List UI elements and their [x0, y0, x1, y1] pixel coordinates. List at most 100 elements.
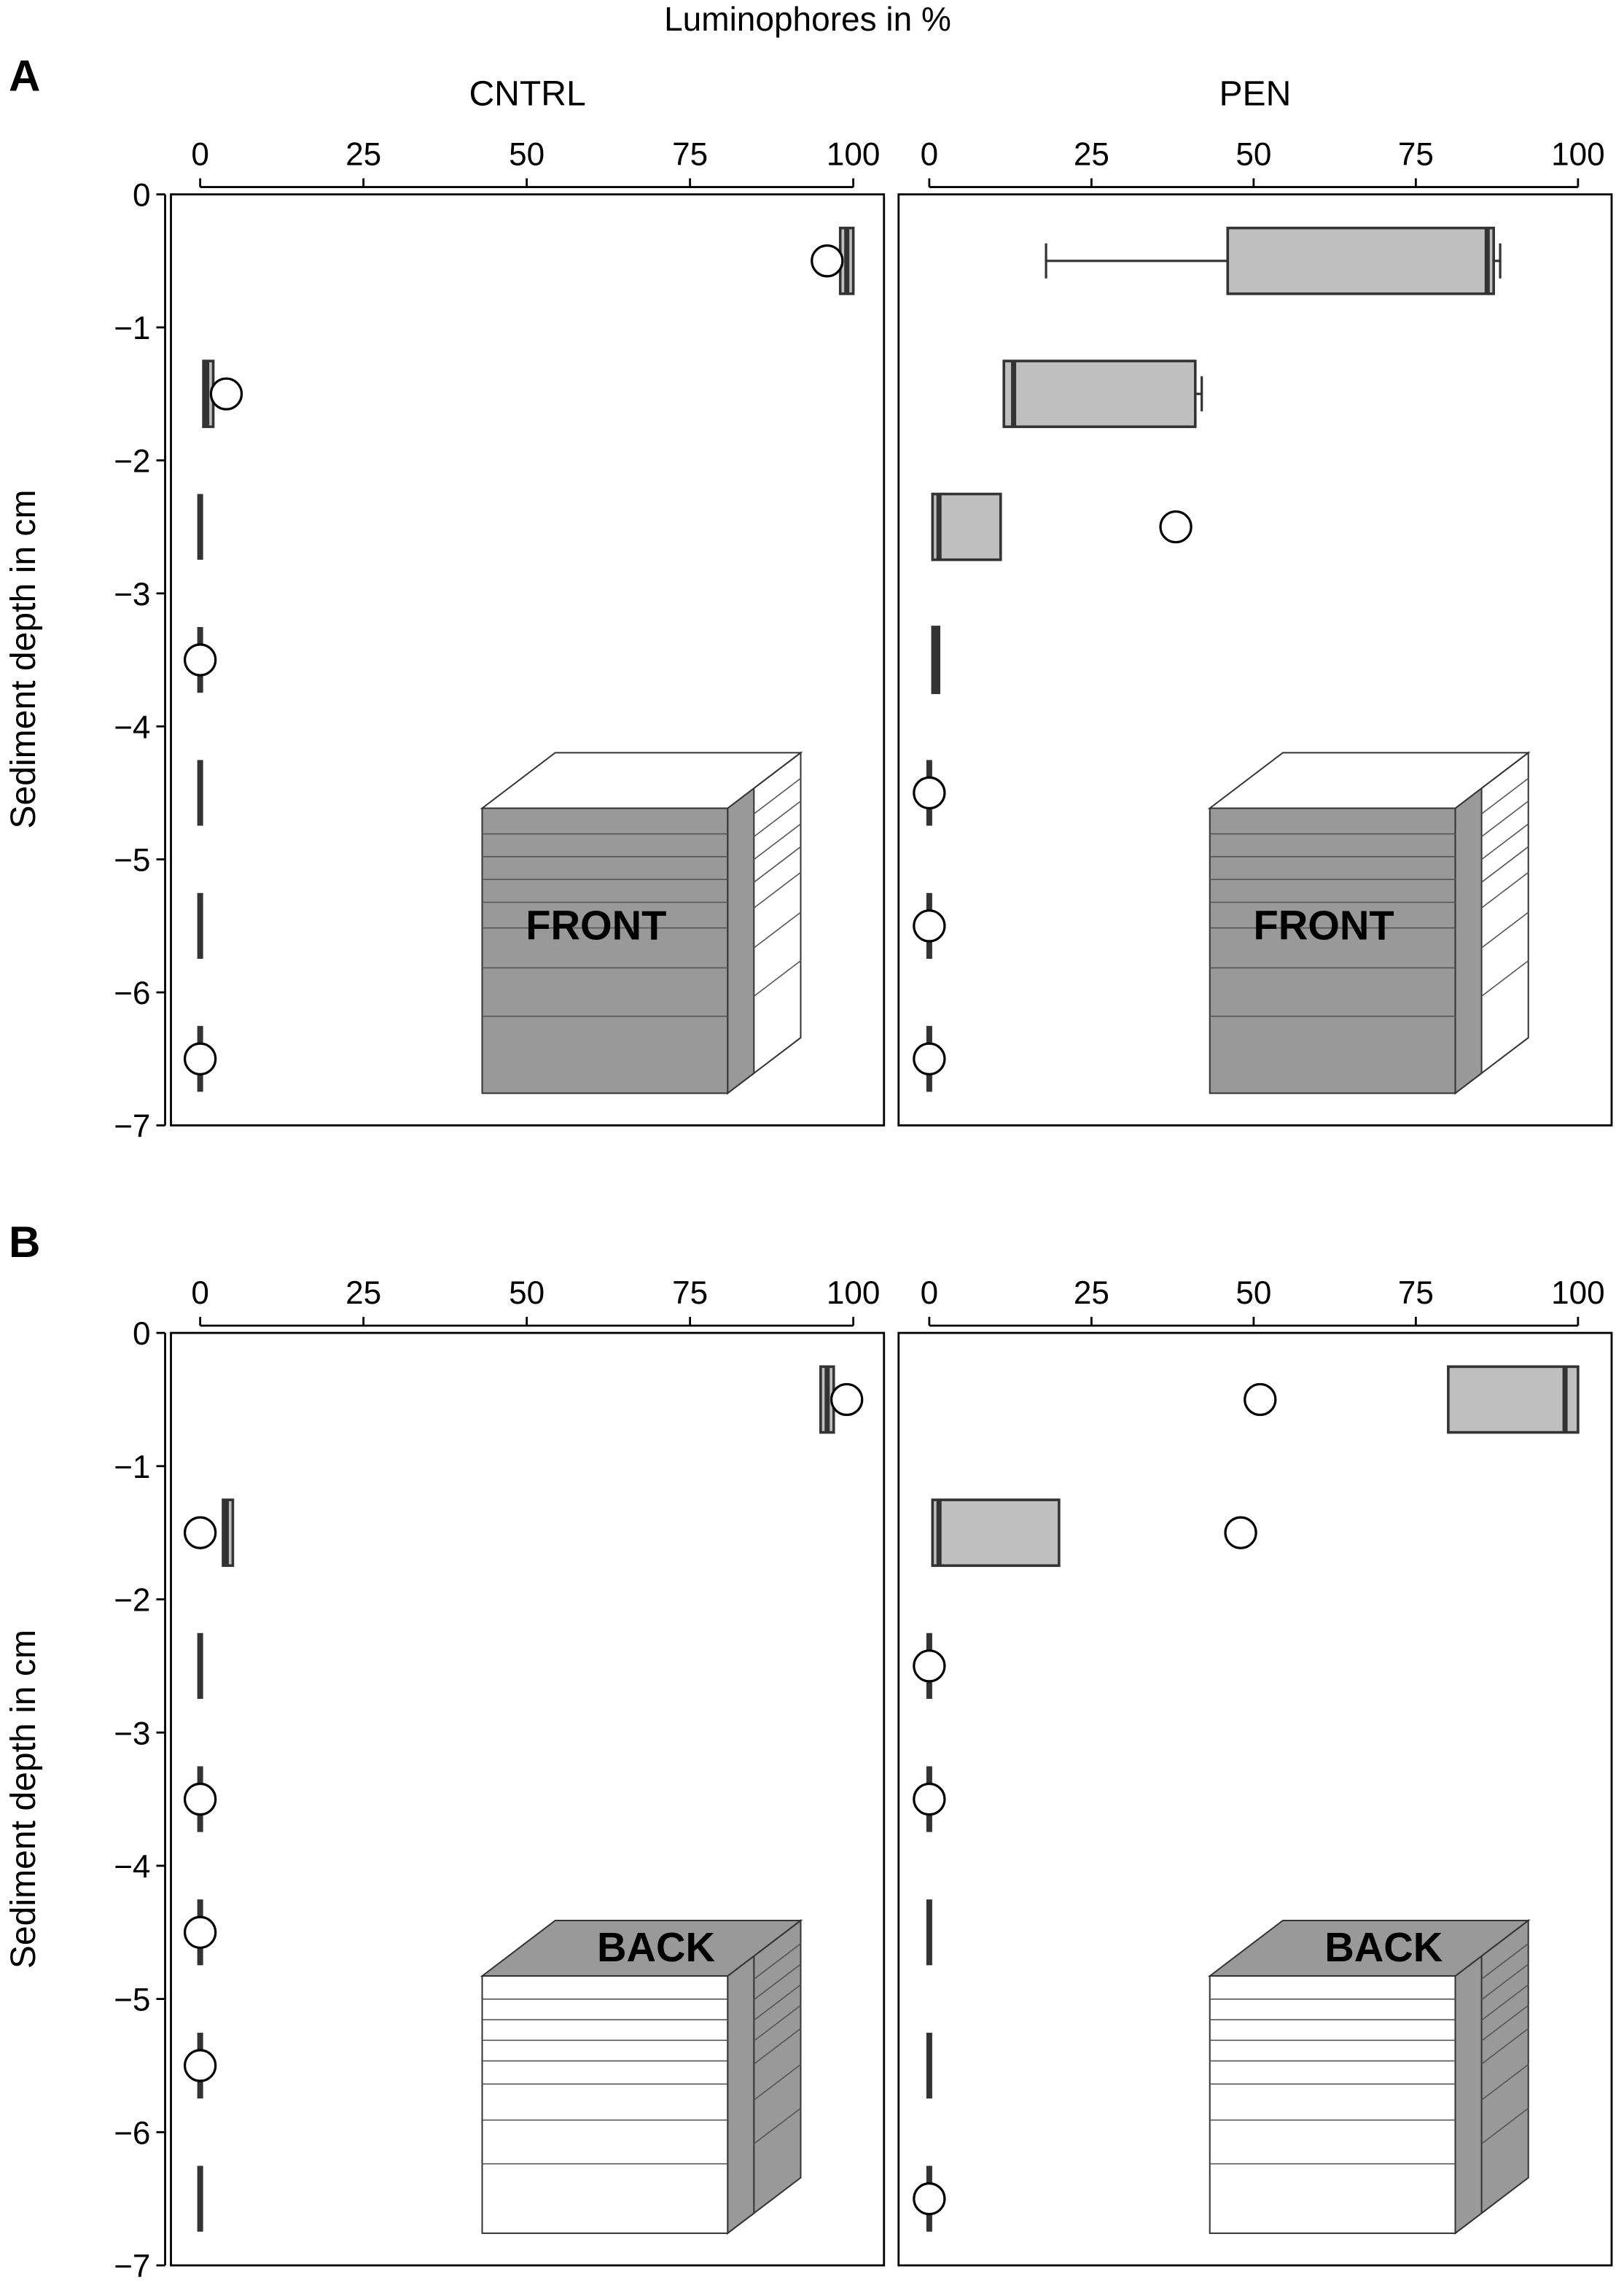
outlier-point — [811, 244, 844, 278]
x-tick-label: 100 — [1551, 137, 1605, 173]
box-iqr — [1226, 226, 1495, 295]
panel-letter: A — [9, 51, 40, 100]
box-m1_5 — [202, 359, 215, 429]
box-iqr — [931, 492, 1002, 561]
facet-title: CNTRL — [469, 74, 585, 113]
block-side-strip — [1454, 787, 1483, 1095]
top-axis-title: Luminophores in % — [664, 0, 951, 38]
block-side-layer-line — [753, 846, 801, 883]
block-side-strip — [727, 1954, 755, 2235]
y-axis-label: Sediment depth in cm — [4, 489, 43, 828]
y-tick-label: 0 — [133, 178, 151, 214]
block-front-face — [1209, 1975, 1456, 2234]
outlier-point — [183, 2049, 217, 2082]
y-tick-label: −2 — [114, 1583, 150, 1619]
x-tick-label: 0 — [191, 137, 209, 173]
x-tick-label: 75 — [1398, 1275, 1434, 1311]
box-iqr — [1002, 359, 1197, 429]
block-label: FRONT — [526, 902, 666, 948]
outlier-point — [183, 1516, 217, 1549]
x-tick-label: 50 — [1236, 1275, 1271, 1311]
outlier-point — [183, 1782, 217, 1816]
facet-title: PEN — [1219, 74, 1291, 113]
y-tick-label: −1 — [114, 1449, 150, 1485]
block-side-layer-line — [1481, 911, 1529, 949]
inset-block-diagram: FRONT — [1207, 751, 1531, 1095]
block-side-layer-line — [753, 871, 801, 908]
block-side-layer-line — [1481, 777, 1529, 814]
y-tick-label: −1 — [114, 311, 150, 346]
block-side-layer-line — [753, 801, 801, 838]
box-m0_5 — [1045, 226, 1502, 295]
block-side-layer-line — [1481, 2004, 1529, 2042]
box-iqr — [1447, 1365, 1580, 1434]
block-side-layer-line — [753, 960, 801, 997]
scaled-plot: A Sediment depth in cm 0 −1 −2 −3 −4 −5 −6 −7 CNTR… — [4, 51, 1613, 2284]
x-tick-label: 0 — [191, 1275, 209, 1311]
block-label: BACK — [597, 1924, 715, 1970]
block-side-layer-line — [753, 2107, 801, 2144]
outlier-point — [913, 1782, 946, 1816]
inset-block-diagram: BACK — [1207, 1918, 1531, 2235]
x-tick-label: 25 — [346, 1275, 381, 1311]
facet-frame — [897, 1331, 1613, 2267]
outlier-point — [1224, 1516, 1257, 1549]
outlier-point — [209, 377, 243, 410]
block-side-layer-line — [753, 823, 801, 860]
block-side-strip — [1454, 1954, 1483, 2235]
block-front-face — [481, 1975, 729, 2234]
block-label: BACK — [1324, 1924, 1443, 1970]
box-m2_5 — [931, 492, 1002, 561]
block-side-layer-line — [1481, 1964, 1529, 2001]
panel-letter: B — [9, 1218, 40, 1266]
block-side-layer-line — [1481, 2107, 1529, 2144]
y-tick-label: −6 — [114, 2115, 150, 2151]
y-tick-label: −7 — [114, 1109, 150, 1145]
box-m3_5 — [931, 626, 941, 694]
y-tick-label: −7 — [114, 2249, 150, 2284]
block-side-strip — [727, 787, 755, 1095]
block-side-layer-line — [1481, 2063, 1529, 2101]
x-tick-label: 25 — [346, 137, 381, 173]
outlier-point — [913, 2182, 946, 2216]
x-tick-label: 25 — [1074, 137, 1109, 173]
facet-frame — [897, 193, 1613, 1126]
box-m0_5 — [819, 1365, 835, 1434]
y-tick-label: −5 — [114, 843, 150, 879]
block-side-layer-line — [1481, 801, 1529, 838]
block-label: FRONT — [1253, 902, 1394, 948]
block-side-layer-line — [1481, 1943, 1529, 1980]
inset-block-diagram: FRONT — [480, 751, 803, 1095]
block-side-layer-line — [1481, 846, 1529, 883]
block-side-layer-line — [753, 2028, 801, 2065]
block-side-layer-line — [753, 2063, 801, 2101]
y-tick-label: −3 — [114, 577, 150, 612]
outlier-point — [183, 1042, 217, 1075]
x-tick-label: 50 — [1236, 137, 1271, 173]
x-tick-label: 0 — [921, 137, 939, 173]
facet-frame — [170, 193, 886, 1126]
x-tick-label: 100 — [827, 1275, 881, 1311]
facet-frame — [170, 1331, 886, 2267]
y-tick-label: 0 — [133, 1316, 151, 1352]
box-m0_5 — [1447, 1365, 1580, 1434]
block-side-layer-line — [1481, 823, 1529, 860]
block-side-layer-line — [1481, 871, 1529, 908]
block-side-layer-line — [753, 2004, 801, 2042]
block-side-layer-line — [1481, 1984, 1529, 2021]
y-tick-label: −2 — [114, 443, 150, 479]
outlier-point — [830, 1382, 864, 1417]
y-axis-label: Sediment depth in cm — [4, 1630, 43, 1969]
y-tick-label: −4 — [114, 709, 150, 745]
outlier-point — [913, 1042, 946, 1075]
y-tick-label: −4 — [114, 1849, 150, 1885]
x-tick-label: 25 — [1074, 1275, 1109, 1311]
x-tick-label: 100 — [827, 137, 881, 173]
x-tick-label: 75 — [672, 137, 708, 173]
block-side-layer-line — [753, 777, 801, 814]
